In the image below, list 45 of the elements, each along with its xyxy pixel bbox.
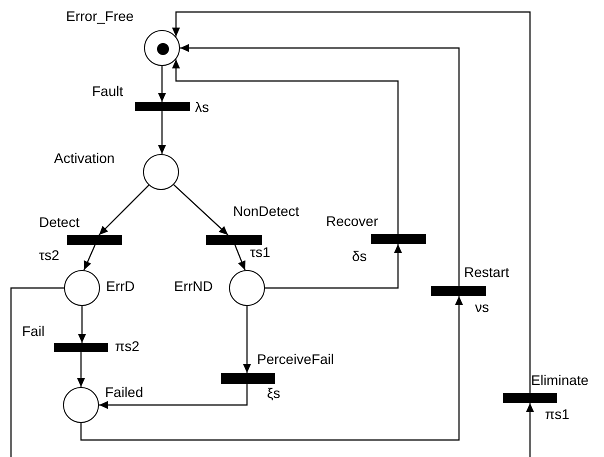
arc-arrow xyxy=(234,244,246,270)
arc-arrow xyxy=(526,403,534,457)
arc-arrow xyxy=(99,384,248,409)
node-name-label: NonDetect xyxy=(233,204,300,218)
transition-bar xyxy=(54,343,108,352)
transition-bar xyxy=(206,235,262,245)
rate-label: τs2 xyxy=(39,248,60,262)
node-name-label: Error_Free xyxy=(66,9,134,23)
node-name-label: ErrD xyxy=(106,279,135,293)
rate-label: πs1 xyxy=(545,407,570,421)
node-name-label: Eliminate xyxy=(531,373,589,387)
rate-label: λs xyxy=(195,100,209,114)
transition-bar xyxy=(135,102,190,111)
node-name-label: Fail xyxy=(22,324,45,338)
arc-arrow xyxy=(243,306,251,373)
node-name-label: PerceiveFail xyxy=(257,352,334,366)
arc-arrow xyxy=(180,44,460,286)
arc-arrow xyxy=(172,11,531,393)
transition-bar xyxy=(67,235,122,245)
node-name-label: Activation xyxy=(54,151,115,165)
arc-arrow xyxy=(172,59,399,234)
transition-bar xyxy=(221,373,275,384)
arc-arrow xyxy=(77,352,85,387)
node-name-label: Restart xyxy=(464,265,510,279)
node-name-label: ErrND xyxy=(174,279,213,293)
rate-label: τs1 xyxy=(250,245,270,259)
rate-label: νs xyxy=(475,300,489,314)
arc-arrow xyxy=(265,244,402,289)
transition-bar xyxy=(431,286,486,296)
rate-label: ξs xyxy=(267,386,280,400)
rate-label: δs xyxy=(352,249,367,263)
arc-arrow xyxy=(80,296,463,441)
node-name-label: Failed xyxy=(105,385,144,399)
node-name-label: Fault xyxy=(92,84,124,98)
node-name-label: Recover xyxy=(326,214,378,228)
arc-arrow xyxy=(83,244,96,270)
arc-arrow xyxy=(158,66,166,102)
transition-bar xyxy=(371,234,426,244)
arc-arrow xyxy=(173,184,228,236)
transition-bar xyxy=(503,393,557,403)
arc-arrow xyxy=(158,111,166,154)
arc-arrow xyxy=(78,306,86,343)
node-name-label: Detect xyxy=(39,215,80,229)
arc-arrow xyxy=(98,184,150,236)
rate-label: πs2 xyxy=(115,339,140,353)
